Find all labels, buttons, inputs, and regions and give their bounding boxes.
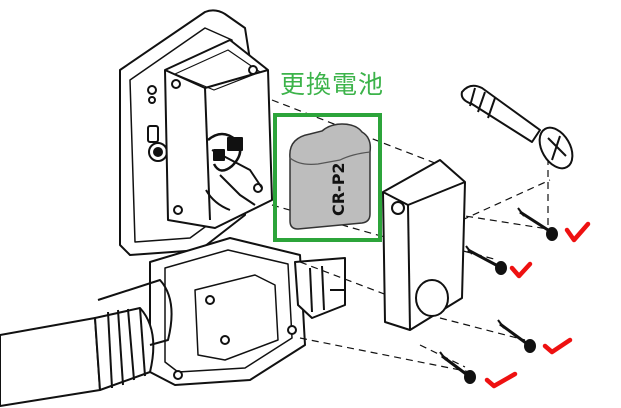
assembly-guide-lines <box>271 99 551 373</box>
check-mark-4 <box>484 371 518 389</box>
battery-label: CR-P2 <box>329 162 348 216</box>
electronics-box <box>164 39 273 229</box>
battery: CR-P2 <box>289 123 372 230</box>
screw-2 <box>465 245 507 275</box>
battery-cover-plate <box>382 159 466 331</box>
screw-1 <box>517 207 558 241</box>
check-mark-2 <box>509 261 533 279</box>
battery-highlight-box <box>273 113 382 242</box>
battery-body <box>289 123 372 230</box>
lower-housing <box>149 237 346 386</box>
check-mark-1 <box>564 221 591 243</box>
screw-3 <box>497 319 536 353</box>
cable-conduit <box>0 279 173 407</box>
screw-4 <box>439 351 476 384</box>
check-marks <box>484 221 591 389</box>
small-screws <box>439 207 558 384</box>
callout-label: 更換電池 <box>280 70 385 99</box>
check-mark-3 <box>542 337 573 355</box>
long-screw <box>460 84 574 170</box>
